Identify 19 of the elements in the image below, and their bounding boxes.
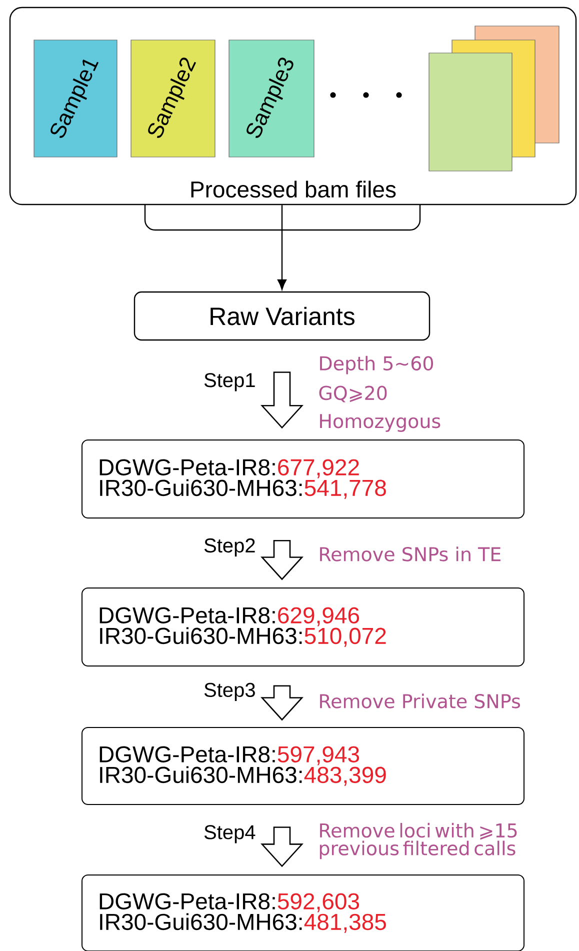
step-label: Step2 bbox=[204, 538, 255, 557]
step-arrow bbox=[260, 372, 304, 429]
process-box: Raw Variants bbox=[134, 291, 430, 341]
count-box: DGWG-Peta-IR8:629,946 IR30-Gui630-MH63:510,072 bbox=[82, 588, 524, 666]
file-sheet bbox=[428, 52, 512, 172]
step-arrow bbox=[260, 685, 304, 721]
step-label: Step3 bbox=[204, 682, 255, 701]
filter-note: Remove SNPs in TE bbox=[320, 546, 500, 562]
step-label: Step4 bbox=[204, 825, 256, 844]
arrow bbox=[278, 205, 286, 290]
filter-note: Remove loci with ⩾15 previous filtered calls bbox=[320, 822, 517, 860]
filter-note: Remove Private SNPs bbox=[320, 694, 520, 708]
filter-note: GQ⩾20 bbox=[319, 386, 387, 402]
step-label: Step1 bbox=[204, 373, 255, 392]
count-box: DGWG-Peta-IR8:597,943 IR30-Gui630-MH63:483,399 bbox=[82, 727, 524, 805]
step-arrow bbox=[260, 540, 304, 580]
count-box: DGWG-Peta-IR8:592,603 IR30-Gui630-MH63:481,385 bbox=[82, 874, 524, 951]
step-arrow bbox=[260, 826, 304, 868]
count-box: DGWG-Peta-IR8:677,922 IR30-Gui630-MH63:541,778 bbox=[82, 440, 524, 518]
